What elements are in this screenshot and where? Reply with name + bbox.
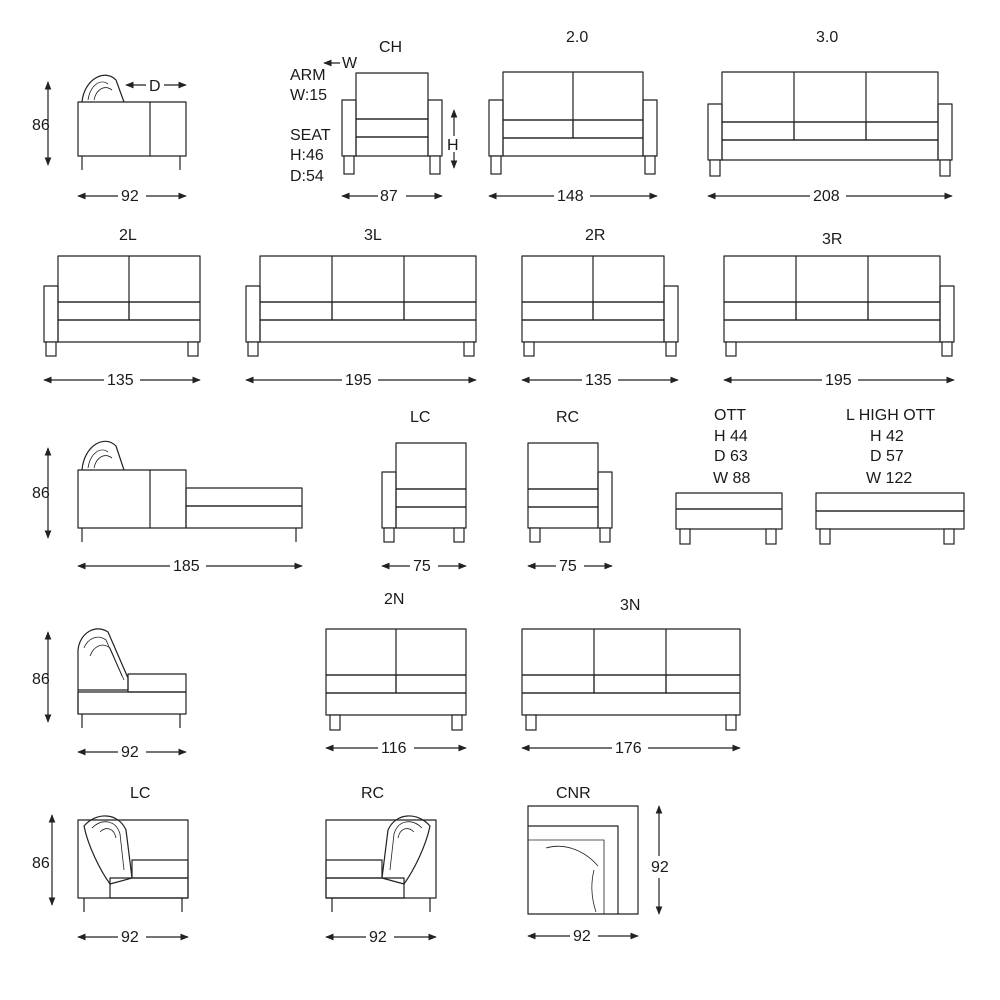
l2-width-dim: 135 [107, 372, 134, 389]
seat-height-marker: H [447, 137, 459, 154]
l3-label: 3L [364, 227, 382, 244]
module-2-0: 2.0 148 [488, 29, 658, 205]
module-rc: RC 75 [527, 409, 613, 575]
seat-label: SEAT [290, 127, 331, 144]
lhott-height: H 42 [870, 428, 904, 445]
lc2-width-dim: 92 [121, 929, 139, 946]
chaise-height-dim: 86 [32, 485, 50, 502]
lc-width-dim: 75 [413, 558, 431, 575]
module-cnr: CNR 92 92 [527, 785, 670, 945]
cnr-depth-dim: 92 [651, 859, 669, 876]
n3-label: 3N [620, 597, 640, 614]
ott-label: OTT [714, 407, 746, 424]
module-rc-corner: RC 92 [325, 785, 437, 946]
ott-height: H 44 [714, 428, 748, 445]
arm-width: W:15 [290, 87, 327, 104]
chaise-side-profile: 86 185 [32, 440, 303, 575]
module-lc-corner: LC 86 92 [32, 785, 189, 946]
r2-width-dim: 135 [585, 372, 612, 389]
module-2n: 2N 116 [325, 591, 467, 757]
seat-height: H:46 [290, 147, 324, 164]
module-3l: 3L 195 [245, 227, 477, 389]
s30-label: 3.0 [816, 29, 838, 46]
ott-depth: D 63 [714, 448, 748, 465]
s30-width-dim: 208 [813, 188, 840, 205]
module-3-0: 3.0 208 [707, 29, 953, 205]
module-3r: 3R 195 [723, 231, 955, 389]
rc-width-dim: 75 [559, 558, 577, 575]
arm-seat-annotations: ARM W:15 SEAT H:46 D:54 W H [290, 54, 462, 185]
s20-label: 2.0 [566, 29, 588, 46]
ch-width-dim: 87 [380, 188, 398, 205]
ch-label: CH [379, 39, 402, 56]
lc2-height-dim: 86 [32, 855, 50, 872]
depth-marker: D [149, 78, 161, 95]
rc2-label: RC [361, 785, 384, 802]
side2-width-dim: 92 [121, 744, 139, 761]
lhott-label: L HIGH OTT [846, 407, 935, 424]
cnr-width-dim: 92 [573, 928, 591, 945]
arm-width-marker: W [342, 55, 358, 72]
side2-height-dim: 86 [32, 671, 50, 688]
lc-label: LC [410, 409, 430, 426]
module-ch: CH 87 [341, 39, 443, 205]
cnr-label: CNR [556, 785, 591, 802]
l3-width-dim: 195 [345, 372, 372, 389]
n3-width-dim: 176 [615, 740, 642, 757]
chaise-width-dim: 185 [173, 558, 200, 575]
lc2-label: LC [130, 785, 150, 802]
l2-label: 2L [119, 227, 137, 244]
module-3n: 3N 176 [521, 597, 741, 757]
s20-width-dim: 148 [557, 188, 584, 205]
n2-label: 2N [384, 591, 404, 608]
side-profile-armchair: 86 D 92 [32, 74, 187, 205]
lhott-width: W 122 [866, 470, 912, 487]
n2-width-dim: 116 [381, 740, 407, 757]
arm-label: ARM [290, 67, 326, 84]
r2-label: 2R [585, 227, 605, 244]
module-2r: 2R 135 [521, 227, 679, 389]
side1-height-dim: 86 [32, 117, 50, 134]
armless-side-profile: 86 92 [32, 628, 187, 761]
rc2-width-dim: 92 [369, 929, 387, 946]
module-2l: 2L 135 [43, 227, 201, 389]
module-lc: LC 75 [381, 409, 467, 575]
side1-width-dim: 92 [121, 188, 139, 205]
rc-label: RC [556, 409, 579, 426]
lhott-depth: D 57 [870, 448, 904, 465]
r3-label: 3R [822, 231, 842, 248]
ott-width: W 88 [713, 470, 750, 487]
r3-width-dim: 195 [825, 372, 852, 389]
module-ott: OTT H 44 D 63 W 88 [675, 407, 783, 545]
module-l-high-ott: L HIGH OTT H 42 D 57 W 122 [815, 407, 965, 545]
seat-depth: D:54 [290, 168, 324, 185]
